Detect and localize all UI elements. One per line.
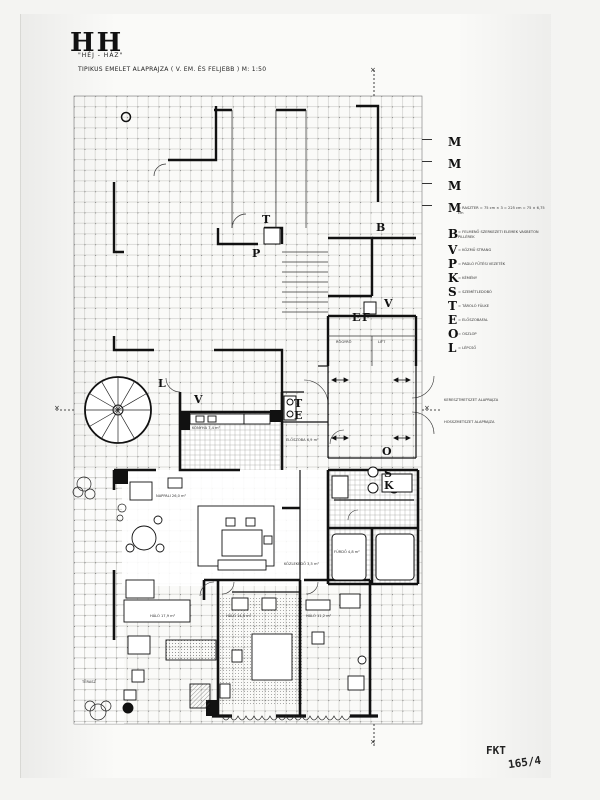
room-label-bedroom-left: HÁLÓ 17,9 m² bbox=[150, 614, 176, 618]
room-label-corridor: KÖZLEKEDŐ 3,5 m² bbox=[284, 562, 319, 566]
legend-letter: T bbox=[448, 299, 457, 313]
mark-e-lower: E bbox=[294, 409, 303, 422]
sheet-id: FKT bbox=[486, 744, 506, 757]
legend-text: = TÁROLÓ FÜLKE bbox=[458, 304, 490, 308]
plants bbox=[72, 476, 351, 721]
room-label-bedroom-right: HÁLÓ 11,2 m² bbox=[306, 614, 332, 618]
section-marker-left: × bbox=[54, 404, 60, 412]
legend-letter: V bbox=[448, 243, 458, 257]
legend-letter: M bbox=[448, 201, 462, 215]
room-label-kitchen: KONYHA 7,4 m² bbox=[192, 426, 220, 430]
room-label-hall: ELŐSZOBA 6,9 m² bbox=[286, 438, 319, 442]
legend-text: = SZEMÉTLEDOBÓ bbox=[458, 290, 492, 294]
room-label-bedroom-mid: HÁLÓ 14,5 m² bbox=[226, 614, 252, 618]
legend-text: = KÖZMŰ STRANG bbox=[458, 248, 492, 252]
section-marker-top: × bbox=[370, 66, 376, 74]
project-name: "HÉJ - HÁZ" bbox=[78, 52, 124, 59]
section-marker-right: × bbox=[424, 404, 430, 412]
legend-letter: M bbox=[448, 135, 462, 149]
mark-v-right: V bbox=[384, 297, 393, 310]
legend-text: = KÉMÉNY bbox=[458, 276, 478, 280]
mark-l: L bbox=[158, 377, 166, 390]
mark-t-storage: T bbox=[262, 213, 271, 226]
legend-letter: P bbox=[448, 257, 458, 271]
legend-letter: M bbox=[448, 179, 462, 193]
legend-letter: B bbox=[448, 227, 459, 241]
mark-k: K bbox=[384, 479, 394, 492]
mark-b: B bbox=[376, 221, 386, 234]
mark-p: P bbox=[252, 247, 261, 260]
room-label-bath: FÜRDŐ 4,8 m² bbox=[334, 550, 360, 554]
legend-text: = ELŐSZOBAFAL bbox=[458, 318, 488, 322]
legend-letter: L bbox=[448, 341, 457, 355]
mark-t-lower: T bbox=[294, 397, 303, 410]
project-logo: HH bbox=[70, 28, 124, 58]
legend-long-section: HOSSZMETSZET ALAPRAJZA bbox=[444, 420, 495, 424]
mark-v-left: V bbox=[194, 393, 203, 406]
furniture bbox=[122, 477, 367, 714]
room-label-rogyro: ROGYRO bbox=[336, 340, 352, 344]
mark-e: E bbox=[352, 311, 361, 324]
legend-text: = OSZLOP bbox=[458, 332, 477, 336]
legend-letter: M bbox=[448, 157, 462, 171]
section-marker-bottom: × bbox=[370, 738, 376, 746]
room-label-living: NAPPALI 26,0 m² bbox=[156, 494, 186, 498]
legend-letter: O bbox=[448, 327, 459, 341]
legend-text: = RASZTER = 75 cm × 3 = 225 cm = 75 × 6,… bbox=[458, 206, 545, 215]
room-label-terrace: TERASZ bbox=[82, 680, 97, 684]
legend-text: = LÉPCSŐ bbox=[458, 346, 477, 350]
mark-o: O bbox=[382, 445, 392, 458]
mark-s: S bbox=[384, 467, 392, 480]
room-label-lift: LIFT bbox=[378, 340, 386, 344]
legend-text: = PADLÓ FŰTÉSI VEZETÉK bbox=[458, 262, 506, 266]
legend-text: = FELMENŐ SZERKEZETI ELEMEK VASBETON PIL… bbox=[458, 230, 539, 239]
drawing-subtitle: TIPIKUS EMELET ALAPRAJZA ( V. EM. ÉS FEL… bbox=[78, 66, 267, 73]
legend-cross-section: KERESZTMETSZET ALAPRAJZA bbox=[444, 398, 499, 402]
legend-letter: E bbox=[448, 313, 458, 327]
mark-f: F bbox=[362, 311, 370, 324]
legend-letter: S bbox=[448, 285, 457, 299]
spiral-stair bbox=[84, 376, 152, 444]
legend-letter: K bbox=[448, 271, 459, 285]
exterior-walls bbox=[112, 104, 418, 410]
